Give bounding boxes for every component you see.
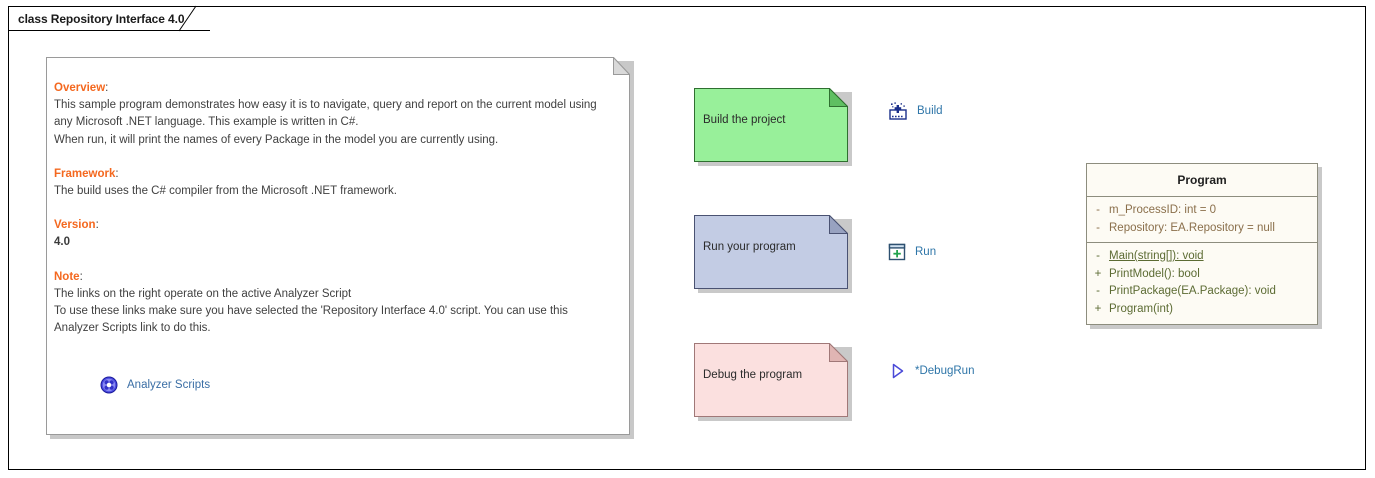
debug-note-shape [694, 343, 848, 417]
overview-line: When run, it will print the names of eve… [54, 133, 499, 146]
operation-text: Program(int) [1109, 302, 1173, 315]
attribute-visibility: - [1096, 221, 1100, 234]
operation-visibility: + [1094, 302, 1102, 315]
build-link-label: Build [917, 105, 943, 117]
debug-run-link-label: *DebugRun [915, 365, 975, 377]
overview-heading-framework: Framework [54, 167, 116, 180]
run-link-label: Run [915, 246, 937, 258]
program-class-operations: - Main(string[]): void + PrintModel(): b… [1087, 243, 1317, 323]
analyzer-scripts-icon [100, 376, 118, 394]
overview-line: This sample program demonstrates how eas… [54, 99, 597, 112]
program-class[interactable]: Program - m_ProcessID: int = 0 - Reposit… [1086, 163, 1322, 329]
program-class-attributes: - m_ProcessID: int = 0 - Repository: EA.… [1087, 197, 1317, 243]
diagram-frame-title: class Repository Interface 4.0 [18, 11, 185, 26]
overview-heading-colon: : [115, 167, 119, 180]
class-operation-row: - PrintPackage(EA.Package): void [1087, 283, 1317, 301]
debug-note-label: Debug the program [703, 369, 803, 381]
analyzer-scripts-link[interactable]: Analyzer Scripts [100, 376, 210, 394]
overview-line: The links on the right operate on the ac… [54, 287, 352, 300]
operation-visibility: - [1096, 285, 1100, 297]
spacer [54, 149, 612, 166]
run-note[interactable]: Run your program [694, 215, 852, 293]
class-attribute-row: - m_ProcessID: int = 0 [1087, 202, 1317, 220]
class-operation-row: - Main(string[]): void [1087, 248, 1317, 266]
overview-heading-note: Note [54, 270, 80, 283]
overview-version-value: 4.0 [54, 236, 70, 249]
spacer [54, 252, 612, 269]
attribute-text: Repository: EA.Repository = null [1109, 221, 1275, 234]
debug-note[interactable]: Debug the program [694, 343, 852, 421]
debug-run-icon [890, 362, 906, 380]
build-note-shape [694, 88, 848, 162]
run-link[interactable]: Run [888, 243, 936, 261]
overview-heading-colon: : [95, 219, 99, 232]
build-note[interactable]: Build the project [694, 88, 852, 166]
overview-note-text: Overview: This sample program demonstrat… [46, 57, 630, 435]
overview-heading-colon: : [105, 82, 109, 94]
overview-heading-colon: : [79, 270, 83, 283]
operation-visibility: + [1094, 267, 1102, 280]
overview-line: Analyzer Scripts link to do this. [54, 322, 211, 335]
overview-line: any Microsoft .NET language. This exampl… [54, 116, 359, 129]
operation-text: PrintPackage(EA.Package): void [1109, 285, 1276, 297]
operation-text: Main(string[]): void [1109, 250, 1204, 262]
spacer [54, 200, 612, 217]
operation-text: PrintModel(): bool [1109, 267, 1200, 280]
attribute-text: m_ProcessID: int = 0 [1109, 204, 1217, 216]
debug-run-link[interactable]: *DebugRun [890, 362, 974, 380]
build-link[interactable]: Build [888, 101, 943, 121]
operation-visibility: - [1096, 250, 1100, 262]
analyzer-scripts-link-label: Analyzer Scripts [127, 379, 211, 391]
program-class-name: Program [1087, 164, 1317, 197]
run-icon [888, 243, 906, 261]
overview-line: To use these links make sure you have se… [54, 305, 568, 318]
class-operation-row: + PrintModel(): bool [1087, 266, 1317, 284]
class-operation-row: + Program(int) [1087, 301, 1317, 319]
overview-heading-version: Version [54, 219, 96, 232]
build-note-label: Build the project [703, 114, 786, 126]
build-icon [888, 101, 908, 121]
run-note-label: Run your program [703, 241, 796, 253]
overview-line: The build uses the C# compiler from the … [54, 185, 397, 198]
class-attribute-row: - Repository: EA.Repository = null [1087, 220, 1317, 238]
overview-note-shape [46, 57, 630, 435]
overview-heading-overview: Overview [54, 82, 106, 94]
overview-note[interactable]: Overview: This sample program demonstrat… [46, 57, 634, 439]
run-note-shape [694, 215, 848, 289]
program-class-box: Program - m_ProcessID: int = 0 - Reposit… [1086, 163, 1318, 325]
diagram-frame-tab: class Repository Interface 4.0 [8, 6, 211, 31]
attribute-visibility: - [1096, 204, 1100, 216]
